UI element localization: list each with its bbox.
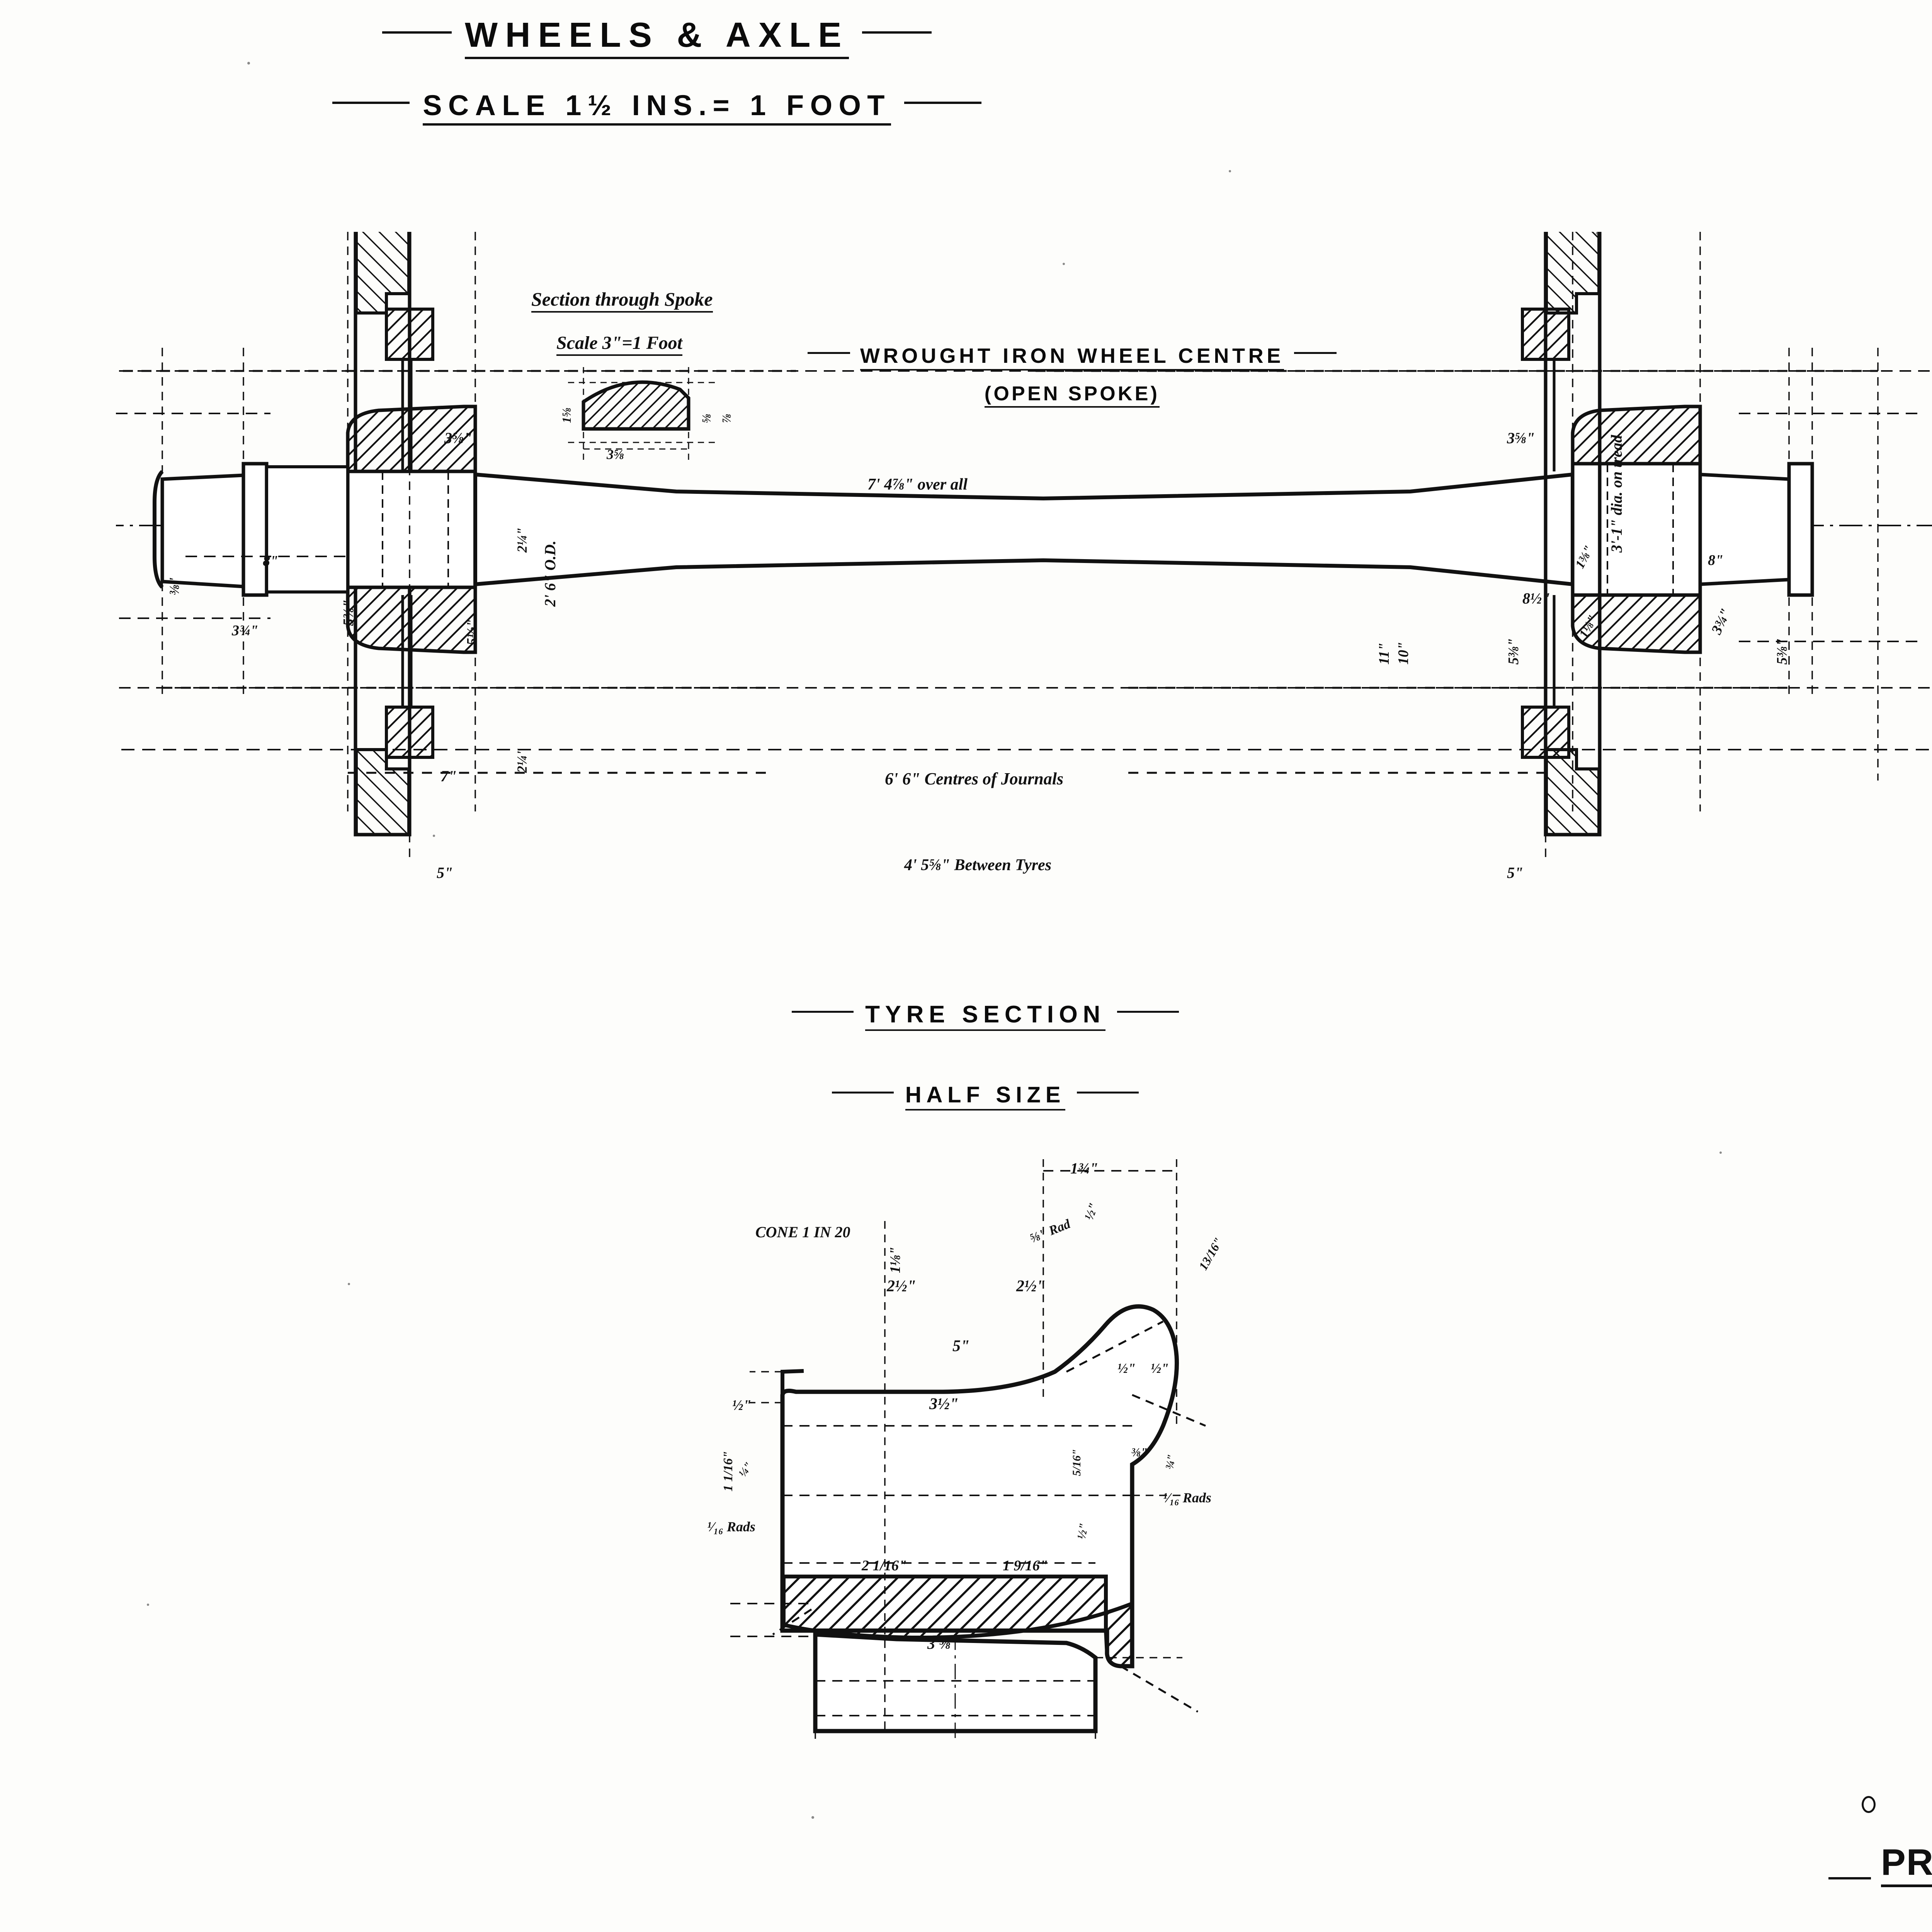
scale-lead-right (904, 101, 981, 104)
dim-spoke-width: 3⅝ (607, 447, 624, 462)
page-title: WHEELS & AXLE (464, 15, 849, 59)
dim-hub-2-1-4-bot: 2¼" (514, 748, 530, 773)
dim-collar-left: 5⅜" (340, 599, 357, 626)
tyre-title-lead-left (792, 1010, 854, 1013)
dim-hub-bore-11: 11" (1376, 643, 1392, 665)
spoke-section-title: Section through Spoke (531, 288, 713, 313)
dim-rad-1-16-left: ¹⁄₁₆ Rads (707, 1519, 755, 1534)
dim-journal-dia-left: 3¾" (232, 622, 259, 639)
dim-bottom-2-1-16: 2 1/16" (862, 1558, 907, 1574)
dim-spoke-height-left: 1⅝ (560, 408, 573, 423)
wheel-centre-label-group: WROUGHT IRON WHEEL CENTRE (OPEN SPOKE) (808, 344, 1337, 408)
dim-hub-bore-10: 10" (1395, 641, 1412, 665)
dim-small-5-16: 5/16" (1070, 1449, 1083, 1476)
title-lead-right (862, 31, 932, 34)
dim-axle-5-half: 5½" (464, 619, 480, 645)
title-lead (1828, 1877, 1871, 1879)
tyre-section-title: TYRE SECTION (865, 1001, 1105, 1031)
dim-spoke-height-right2: ⅞ (719, 414, 733, 423)
sheet-title-group: WHEELS & AXLE (0, 15, 1314, 59)
title-owners-line: PRIVATE OWNERS 12 TON WAGGONS, (1881, 1841, 1932, 1887)
tyre-scale-lead-left (832, 1091, 894, 1094)
dim-small-3-8: ⅜" (1131, 1445, 1148, 1459)
dim-journal-len-right: 8" (1708, 552, 1724, 568)
dim-web-7: 7" (440, 767, 457, 785)
dim-bottom-3-5-8: 3 ⅝" (927, 1635, 959, 1652)
dim-centres-of-journals: 6' 6" Centres of Journals (885, 769, 1064, 788)
dim-over-all: 7' 4⅞" over all (867, 476, 968, 493)
dim-collar-left-2: ⅜" (167, 577, 182, 595)
dim-collar-right: 5⅜" (1774, 638, 1790, 665)
tyre-section-drawing (730, 1159, 1206, 1743)
dim-hub-dia: 5⅜" (1505, 638, 1522, 665)
dim-side-1-1-16: 1 1/16" (721, 1451, 735, 1492)
dim-half-r1: ½" (1117, 1361, 1136, 1376)
scale-note-group: SCALE 1½ INS.= 1 FOOT (0, 89, 1314, 126)
sheet-scale: SCALE 1½ INS.= 1 FOOT (423, 89, 891, 126)
spoke-section-scale: Scale 3"=1 Foot (556, 332, 682, 356)
title-block-row: DRAWING 155. (1762, 1785, 1932, 1831)
dim-rim-left: 3⅝" (444, 429, 473, 447)
dim-rim-right: 3⅝" (1507, 429, 1535, 447)
tyre-section-scale: HALF SIZE (905, 1082, 1066, 1111)
tyre-section-scale-group: HALF SIZE (657, 1082, 1314, 1111)
scale-lead-left (332, 101, 410, 104)
dim-rad-1-16-right: ¹⁄₁₆ Rads (1163, 1490, 1211, 1505)
label-lead-right (1294, 352, 1337, 354)
assembly-drawing (116, 232, 1932, 858)
spoke-section-drawing (568, 367, 719, 460)
title-block-row: & 10 TON TANK WAGGONS. (1762, 1897, 1932, 1932)
dim-small-3-4: ¾" (1163, 1453, 1179, 1471)
wheel-centre-label: WROUGHT IRON WHEEL CENTRE (860, 344, 1284, 371)
dim-tyre-5-left: 5" (437, 864, 453, 881)
title-block: DRAWING 155. PRIVATE OWNERS 12 TON WAGGO… (1762, 1785, 1932, 1932)
dim-spoke-height-right: ⅝ (699, 414, 713, 423)
dim-small-1-2: ½" (1074, 1522, 1091, 1541)
dim-tread-2half-l: 2½" (887, 1277, 916, 1295)
dim-half-left: ½" (732, 1397, 752, 1413)
tyre-title-lead-right (1117, 1010, 1179, 1013)
wheel-centre-sublabel: (OPEN SPOKE) (984, 383, 1160, 408)
dim-tread-2half-r: 2½" (1016, 1277, 1046, 1295)
title-block-row: PRIVATE OWNERS 12 TON WAGGONS, (1762, 1841, 1932, 1887)
dim-flange-top-width: 1¾" (1070, 1160, 1099, 1177)
tyre-scale-lead-right (1077, 1091, 1139, 1094)
dim-width-5: 5" (952, 1337, 970, 1355)
dim-flange-height: 1⅛" (887, 1247, 903, 1273)
dim-bottom-1-9-16: 1 9/16" (1003, 1558, 1048, 1574)
title-lead-left (382, 31, 452, 34)
dim-depth-3half: 3½" (929, 1395, 959, 1413)
dim-between-tyres: 4' 5⅝" Between Tyres (904, 856, 1052, 874)
dim-hub-len: 8½" (1522, 590, 1551, 607)
tyre-section-title-group: TYRE SECTION (657, 1001, 1314, 1031)
dim-axle-od: 2' 6" O.D. (541, 540, 559, 607)
dim-half-r2: ½" (1151, 1361, 1169, 1376)
dim-hub-2-1-4-top: 2¼" (514, 527, 530, 553)
dim-tyre-5-right: 5" (1507, 864, 1524, 881)
dim-cone: CONE 1 IN 20 (755, 1223, 850, 1241)
label-lead-left (808, 352, 850, 354)
dim-tread-dia: 3'-1" dia. on tread (1608, 435, 1625, 553)
reference-hole-marker (1862, 1796, 1876, 1813)
dim-journal-len-left: 8" (263, 553, 279, 569)
